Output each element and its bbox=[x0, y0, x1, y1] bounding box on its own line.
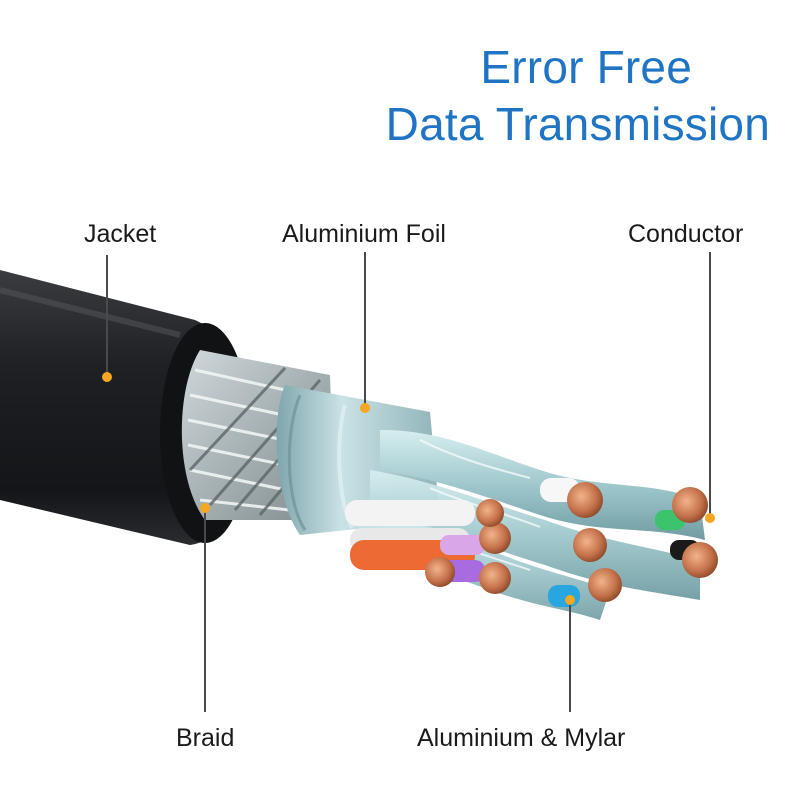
copper-conductors bbox=[425, 482, 718, 602]
aluminium-mylar-label: Aluminium & Mylar bbox=[417, 724, 626, 752]
jacket-label: Jacket bbox=[84, 220, 157, 248]
title-line-1: Error Free bbox=[480, 41, 692, 93]
aluminium-foil-label: Aluminium Foil bbox=[282, 220, 446, 248]
braid-label: Braid bbox=[176, 724, 235, 752]
conductor-label: Conductor bbox=[628, 220, 744, 248]
aluminium-mylar-marker bbox=[565, 595, 575, 605]
braid-marker bbox=[200, 503, 210, 513]
title-line-2: Data Transmission bbox=[385, 98, 770, 150]
aluminium-foil-marker bbox=[360, 403, 370, 413]
leader-lines bbox=[106, 252, 711, 712]
markers bbox=[102, 372, 715, 605]
jacket-marker bbox=[102, 372, 112, 382]
conductor-marker bbox=[705, 513, 715, 523]
